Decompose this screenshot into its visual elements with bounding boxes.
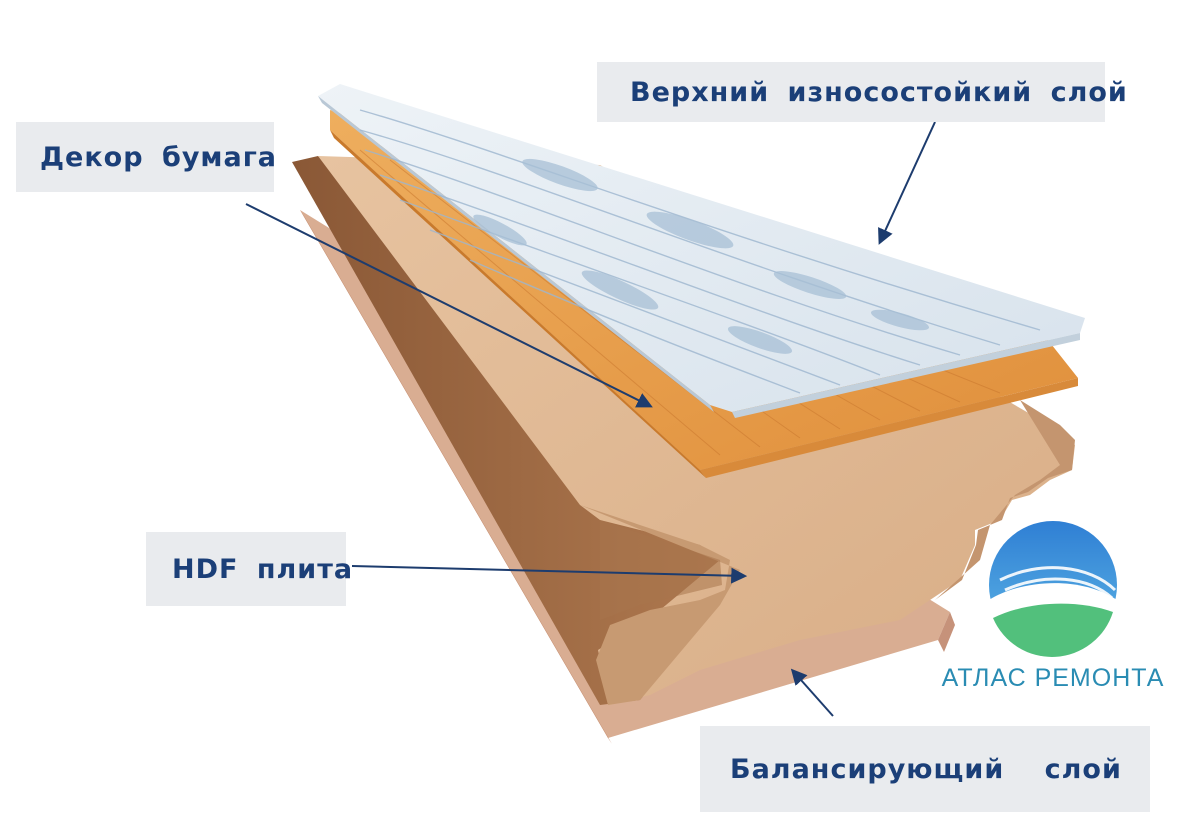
arrow-hdf [351, 565, 748, 584]
top-wear-layer [318, 84, 1085, 418]
brand-name: АТЛАС РЕМОНТА [941, 664, 1165, 692]
label-hdf-board: HDF плита [146, 532, 352, 606]
arrow-top-layer [878, 121, 936, 245]
label-decor-paper: Декор бумага [16, 122, 276, 192]
brand-logo [989, 521, 1117, 664]
label-balancing-layer: Балансирующий слой [700, 726, 1150, 812]
arrow-decor [245, 203, 653, 408]
label-top-wear-layer: Верхний износостойкий слой [597, 62, 1127, 122]
arrows [245, 121, 936, 717]
arrow-balance [790, 668, 834, 717]
